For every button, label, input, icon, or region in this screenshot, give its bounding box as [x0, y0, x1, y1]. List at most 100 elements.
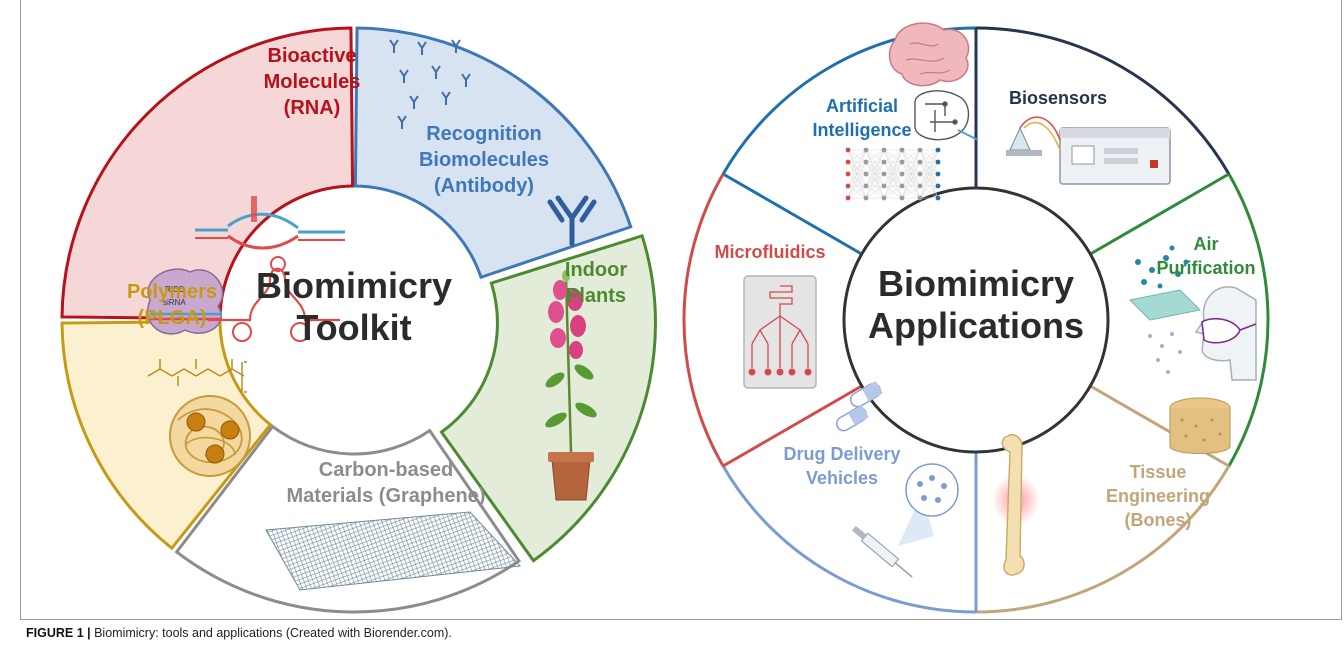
toolkit-label-recognition-line1: Recognition — [426, 123, 542, 145]
nn-node — [881, 195, 887, 201]
nn-node — [863, 195, 869, 201]
nn-node — [845, 147, 851, 153]
nanoparticle-zoom-icon — [898, 463, 959, 546]
toolkit-title-line1: Biomimicry — [256, 265, 452, 306]
toolkit-label-bioactive-line2: Molecules — [264, 71, 361, 93]
graphene-sheet-icon — [265, 511, 522, 591]
nn-node — [935, 195, 941, 201]
toolkit-segment-polymers — [60, 319, 273, 551]
masked-head-icon — [1194, 286, 1257, 381]
risc-complex-icon: RISC siRNA — [147, 268, 224, 335]
circuit-brain-icon — [914, 90, 979, 141]
app-arc-biosensors — [975, 26, 1231, 175]
nn-node — [899, 195, 905, 201]
app-label-ai-line1: Artificial — [826, 96, 898, 116]
toolkit-wheel: RISC siRNA — [60, 26, 657, 614]
nn-node — [917, 159, 923, 165]
app-label-drug-line1: Drug Delivery — [783, 444, 900, 464]
nn-node — [845, 183, 851, 189]
toolkit-label-carbon-line1: Carbon-based — [319, 459, 453, 481]
nn-node — [899, 171, 905, 177]
applications-title-line1: Biomimicry — [878, 263, 1074, 304]
app-label-tissue-line1: Tissue — [1130, 462, 1187, 482]
app-arc-drug — [721, 465, 977, 614]
app-label-micro-line1: Microfluidics — [714, 242, 825, 262]
air-particles-icon — [1128, 245, 1202, 374]
nn-node — [917, 183, 923, 189]
app-label-tissue-line3: (Bones) — [1125, 510, 1192, 530]
toolkit-label-polymers-line1: Polymers — [127, 281, 217, 303]
toolkit-segment-plants — [439, 233, 657, 563]
nn-node — [881, 183, 887, 189]
app-label-biosensors-line1: Biosensors — [1009, 88, 1107, 108]
sirna-label: siRNA — [163, 298, 186, 307]
toolkit-label-plants-line1: Indoor — [565, 259, 627, 281]
applications-title-line2: Applications — [868, 305, 1084, 346]
figure-caption: FIGURE 1 | Biomimicry: tools and applica… — [26, 626, 452, 640]
nn-node — [863, 147, 869, 153]
app-arc-air — [1227, 173, 1270, 467]
antibody-icon — [547, 195, 597, 247]
nn-node — [935, 183, 941, 189]
figure-illustration: RISC siRNA — [60, 22, 1270, 614]
nn-node — [899, 159, 905, 165]
nn-node — [845, 195, 851, 201]
hairpin-rna-icon — [208, 256, 340, 342]
nn-node — [917, 195, 923, 201]
bone-scaffold-icon — [1169, 397, 1231, 454]
nn-node — [917, 171, 923, 177]
nn-node — [881, 171, 887, 177]
toolkit-label-bioactive-line1: Bioactive — [268, 45, 357, 67]
biosensor-device-icon — [1006, 116, 1171, 185]
nn-node — [899, 147, 905, 153]
nn-node — [881, 147, 887, 153]
app-label-air-line1: Air — [1193, 234, 1218, 254]
nanoparticle-icon — [169, 395, 251, 477]
nn-node — [845, 159, 851, 165]
nn-node — [881, 159, 887, 165]
toolkit-label-carbon-line2: Materials (Graphene) — [287, 485, 486, 507]
nn-node — [845, 171, 851, 177]
app-label-ai-line2: Intelligence — [812, 120, 911, 140]
potted-plant-icon — [545, 270, 597, 501]
toolkit-segment-bioactive — [60, 26, 355, 321]
app-label-tissue-line2: Engineering — [1106, 486, 1210, 506]
caption-label: FIGURE 1 | — [26, 626, 91, 640]
app-divider-micro — [722, 384, 863, 468]
toolkit-label-recognition-line3: (Antibody) — [434, 175, 534, 197]
app-arc-micro — [682, 173, 725, 467]
nn-node — [863, 171, 869, 177]
app-inner-ring — [842, 186, 1110, 454]
toolkit-label-plants-line2: Plants — [566, 285, 626, 307]
plga-structure-icon — [147, 359, 247, 393]
neural-network-icon — [845, 147, 941, 201]
bone-icon — [992, 434, 1040, 576]
microfluidic-chip-icon — [743, 275, 817, 389]
risc-label: RISC — [165, 285, 184, 294]
nn-node — [935, 171, 941, 177]
toolkit-label-recognition-line2: Biomolecules — [419, 149, 549, 171]
toolkit-label-polymers-line2: (PLGA) — [138, 307, 207, 329]
rna-duplex-icon — [195, 196, 345, 250]
app-label-air-line2: Purification — [1156, 258, 1255, 278]
nn-node — [863, 159, 869, 165]
toolkit-label-bioactive-line3: (RNA) — [284, 97, 341, 119]
figure-frame — [20, 0, 1342, 620]
small-antibodies-icon — [389, 39, 471, 129]
app-label-drug-line2: Vehicles — [806, 468, 878, 488]
nn-node — [935, 159, 941, 165]
nn-node — [917, 147, 923, 153]
nn-node — [899, 183, 905, 189]
syringe-icon — [852, 525, 913, 578]
caption-text: Biomimicry: tools and applications (Crea… — [90, 626, 452, 640]
nn-node — [935, 147, 941, 153]
toolkit-title-line2: Toolkit — [296, 307, 411, 348]
capsule-icon — [836, 381, 883, 432]
app-arc-tissue — [975, 465, 1231, 614]
brain-icon — [888, 22, 970, 87]
nn-node — [863, 183, 869, 189]
app-divider-ai — [722, 172, 863, 256]
app-divider-air — [1089, 172, 1230, 256]
